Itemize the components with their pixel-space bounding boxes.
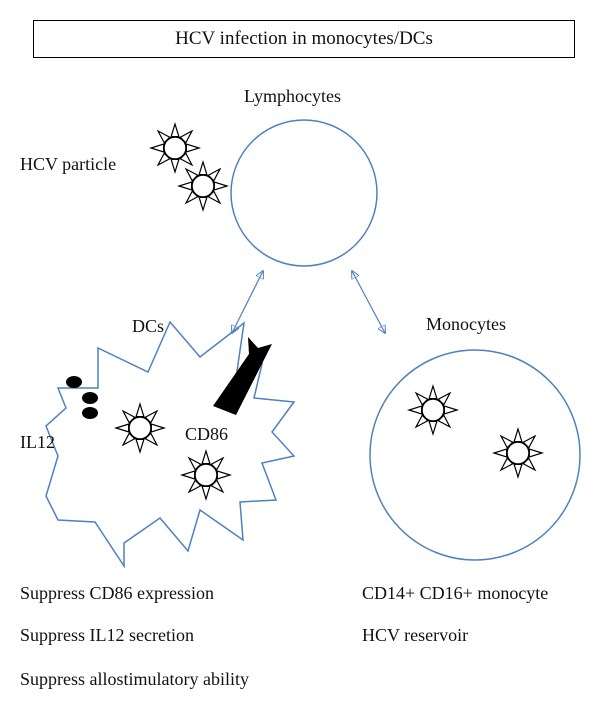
cd86-receptor-icon: [213, 337, 272, 415]
diagram-title: HCV infection in monocytes/DCs: [33, 20, 575, 58]
dcs-label: DCs: [132, 316, 165, 336]
dc-effect-2: Suppress IL12 secretion: [20, 625, 194, 645]
arrow-lymphocyte-monocyte: [352, 271, 385, 333]
hcv-virus-icon: [113, 401, 167, 455]
dc-effect-3: Suppress allostimulatory ability: [20, 669, 249, 689]
cd86-label: CD86: [185, 424, 229, 444]
dendritic-cell: [45, 320, 296, 569]
monocyte-note-1: CD14+ CD16+ monocyte: [362, 583, 549, 603]
lymphocytes-label: Lymphocytes: [244, 86, 341, 106]
monocyte-cell: [369, 349, 581, 561]
hcv-virus-icon: [406, 383, 460, 437]
hcv-virus-icon: [176, 159, 230, 213]
dc-effect-1: Suppress CD86 expression: [20, 583, 214, 603]
hcv-virus-icon: [148, 121, 202, 175]
lymphocyte-cell: [230, 119, 378, 267]
il12-label: IL12: [20, 432, 55, 452]
hcv-virus-icon: [179, 448, 233, 502]
monocyte-note-2: HCV reservoir: [362, 625, 469, 645]
hcv-particle-label: HCV particle: [20, 154, 117, 174]
arrow-dc-lymphocyte: [232, 271, 263, 333]
il12-dot-icon: [82, 407, 98, 419]
hcv-virus-icon: [491, 426, 545, 480]
il12-dot-icon: [82, 392, 98, 404]
il12-dot-icon: [66, 376, 82, 388]
monocytes-label: Monocytes: [426, 314, 506, 334]
